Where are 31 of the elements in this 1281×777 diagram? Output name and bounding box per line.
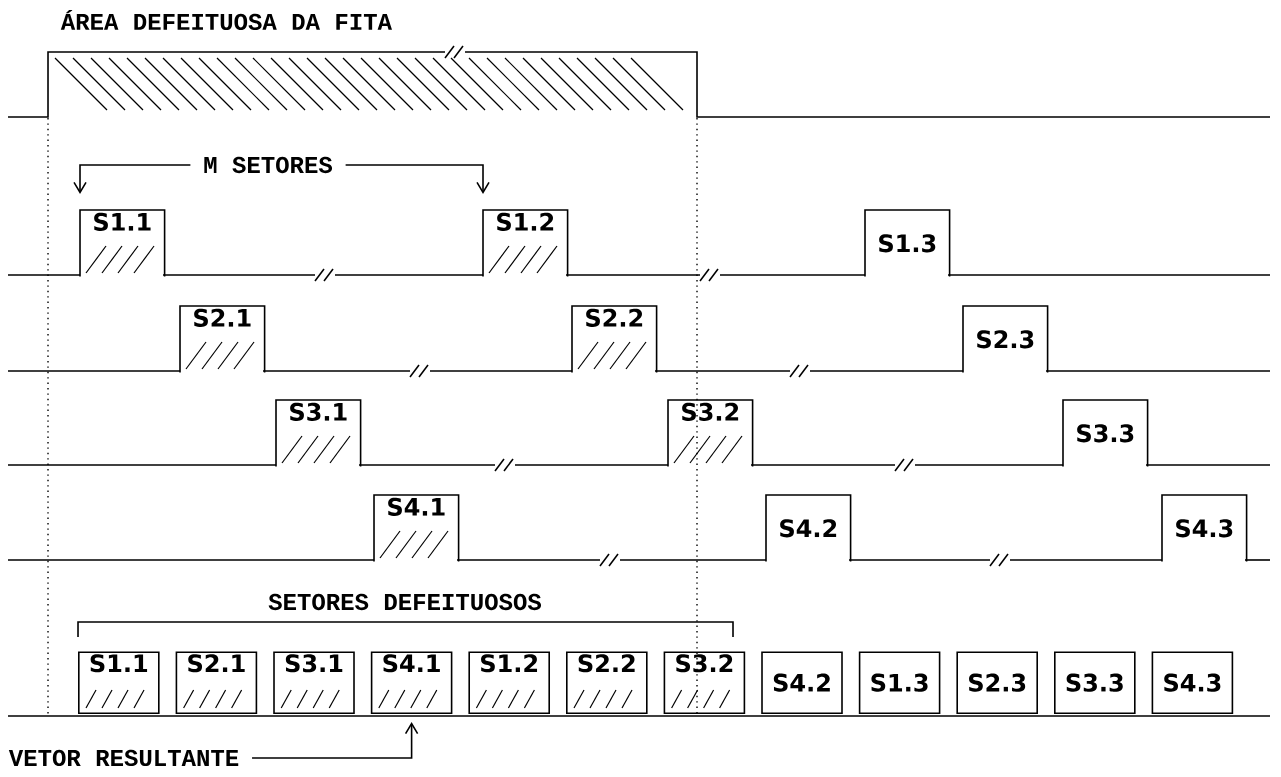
sector-pulse: S2.3 [962,305,1049,374]
bracket-label: SETORES DEFEITUOSOS [268,593,542,611]
sector-box: S2.3 [956,651,1038,714]
arrow [251,722,419,759]
heading-text: ÁREA DEFEITUOSA DA FITA [60,9,392,31]
annotation-text: M SETORES [204,156,333,174]
sector-box: S1.1 [78,651,160,714]
annotation-text: VETOR RESULTANTE [8,749,239,767]
sector-box: S4.3 [1151,651,1234,714]
sector-pulse: S2.1 [179,305,266,374]
sector-pulse: S2.2 [571,305,658,374]
arrow [344,164,490,194]
sector-box: S4.1 [370,651,453,714]
sector-box: S2.1 [175,651,258,714]
sector-pulse: S4.2 [765,494,852,563]
sector-box: S3.3 [1054,651,1136,714]
sector-pulse: S4.1 [373,494,460,563]
sector-pulse: S3.3 [1062,399,1149,468]
sector-pulse: S4.3 [1161,494,1248,563]
sector-box: S4.2 [761,651,843,714]
sector-box: S3.2 [663,651,746,714]
sector-box: S2.2 [566,651,648,714]
sector-pulse: S3.1 [275,399,362,468]
arrow [73,164,192,194]
sector-pulse: S3.2 [667,399,754,468]
sector-pulse: S1.3 [864,209,951,278]
sector-pulse: S1.2 [482,209,569,278]
sector-box: S1.2 [468,651,550,714]
sector-box: S3.1 [273,651,355,714]
sector-pulse: S1.1 [79,209,166,278]
sector-box: S1.3 [858,651,941,714]
